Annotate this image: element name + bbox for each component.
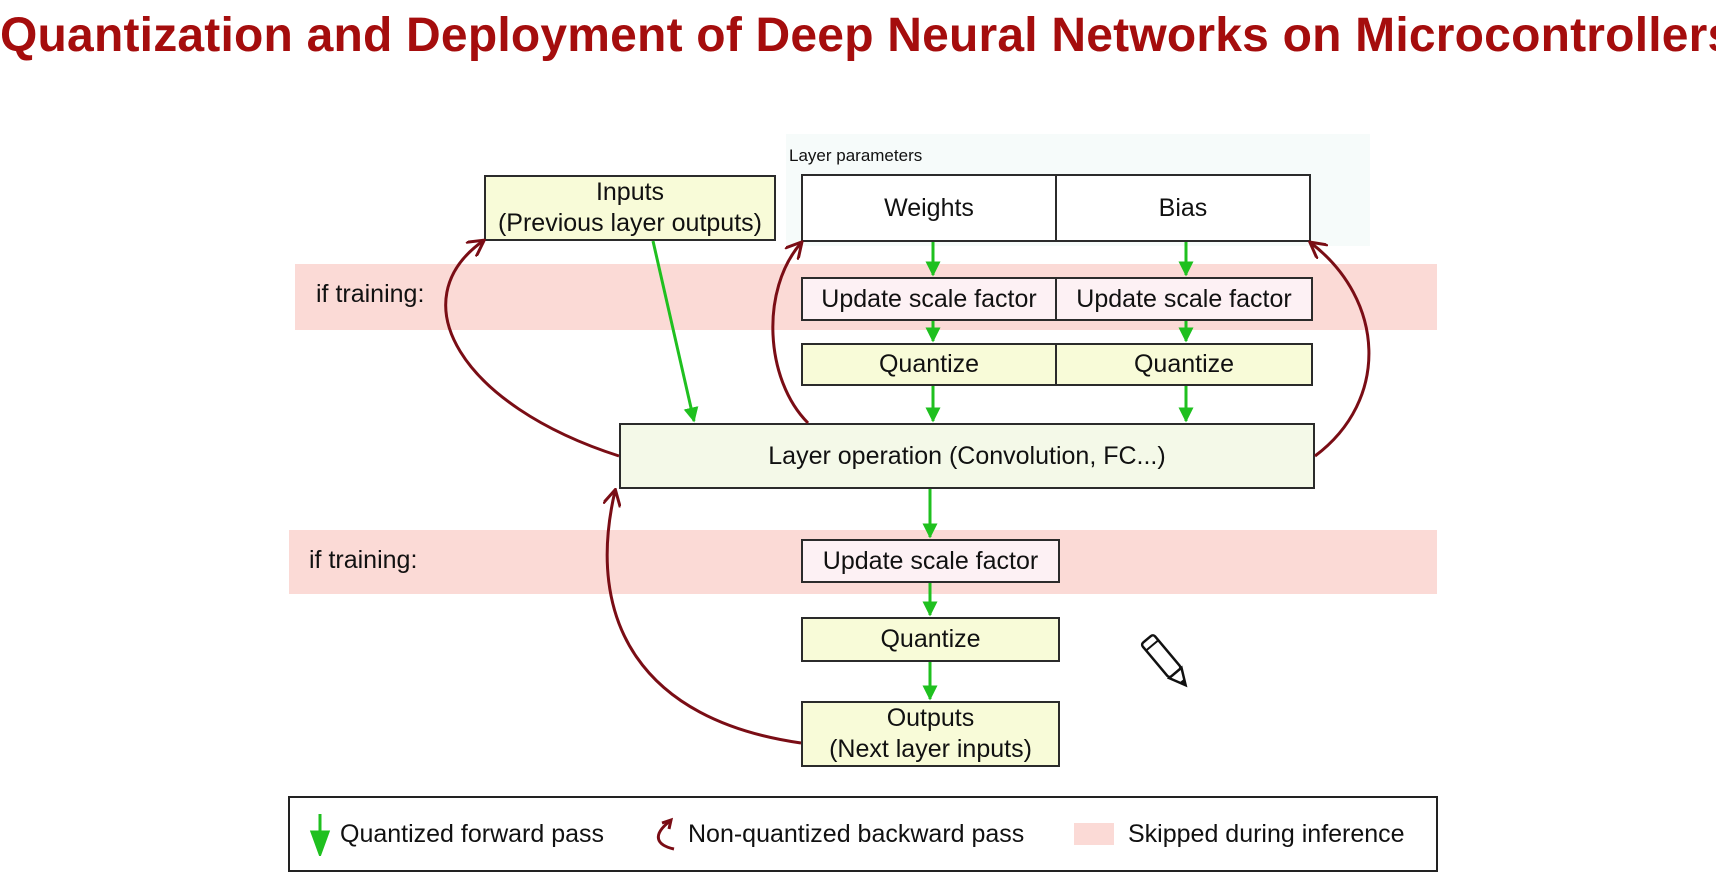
legend-backward-label: Non-quantized backward pass xyxy=(688,819,1025,848)
green-arrow-icon xyxy=(309,814,331,856)
legend-skipped: Skipped during inference xyxy=(1074,798,1405,870)
legend: Quantized forward pass Non-quantized bac… xyxy=(288,796,1438,872)
legend-forward-label: Quantized forward pass xyxy=(340,819,605,848)
inputs-subtitle: (Previous layer outputs) xyxy=(497,209,762,237)
legend-backward: Non-quantized backward pass xyxy=(650,798,1024,870)
backward-arrow-layer-to-weights xyxy=(771,243,810,425)
update-scale-bias-box: Update scale factor xyxy=(1055,277,1313,321)
legend-forward: Quantized forward pass xyxy=(308,798,604,870)
layer-parameters-label: Layer parameters xyxy=(789,146,923,165)
layer-operation-box: Layer operation (Convolution, FC...) xyxy=(619,423,1315,489)
outputs-box: Outputs (Next layer inputs) xyxy=(801,701,1060,767)
weights-box: Weights xyxy=(801,174,1057,242)
quantize-bias-box: Quantize xyxy=(1055,343,1313,386)
training-label-bottom: if training: xyxy=(309,546,418,574)
backward-arrow-layer-to-bias xyxy=(1311,243,1371,458)
legend-skipped-label: Skipped during inference xyxy=(1128,819,1405,848)
outputs-subtitle: (Next layer inputs) xyxy=(829,735,1032,763)
slide-title: Quantization and Deployment of Deep Neur… xyxy=(0,9,1716,62)
skipped-swatch xyxy=(1074,823,1114,845)
bias-box: Bias xyxy=(1055,174,1311,242)
red-curved-arrow-icon xyxy=(657,817,675,851)
training-label-top: if training: xyxy=(316,280,425,308)
inputs-box: Inputs (Previous layer outputs) xyxy=(484,175,776,241)
pencil-icon xyxy=(1140,634,1188,688)
outputs-title: Outputs xyxy=(886,704,975,732)
quantize-weights-box: Quantize xyxy=(801,343,1057,386)
backward-arrow-outputs-to-layer xyxy=(607,491,802,745)
quantize-output-box: Quantize xyxy=(801,617,1060,662)
backward-arrow-layer-to-inputs xyxy=(444,241,620,458)
update-scale-output-box: Update scale factor xyxy=(801,539,1060,583)
inputs-title: Inputs xyxy=(595,178,665,206)
update-scale-weights-box: Update scale factor xyxy=(801,277,1057,321)
forward-arrow-inputs-to-layer xyxy=(651,240,699,423)
